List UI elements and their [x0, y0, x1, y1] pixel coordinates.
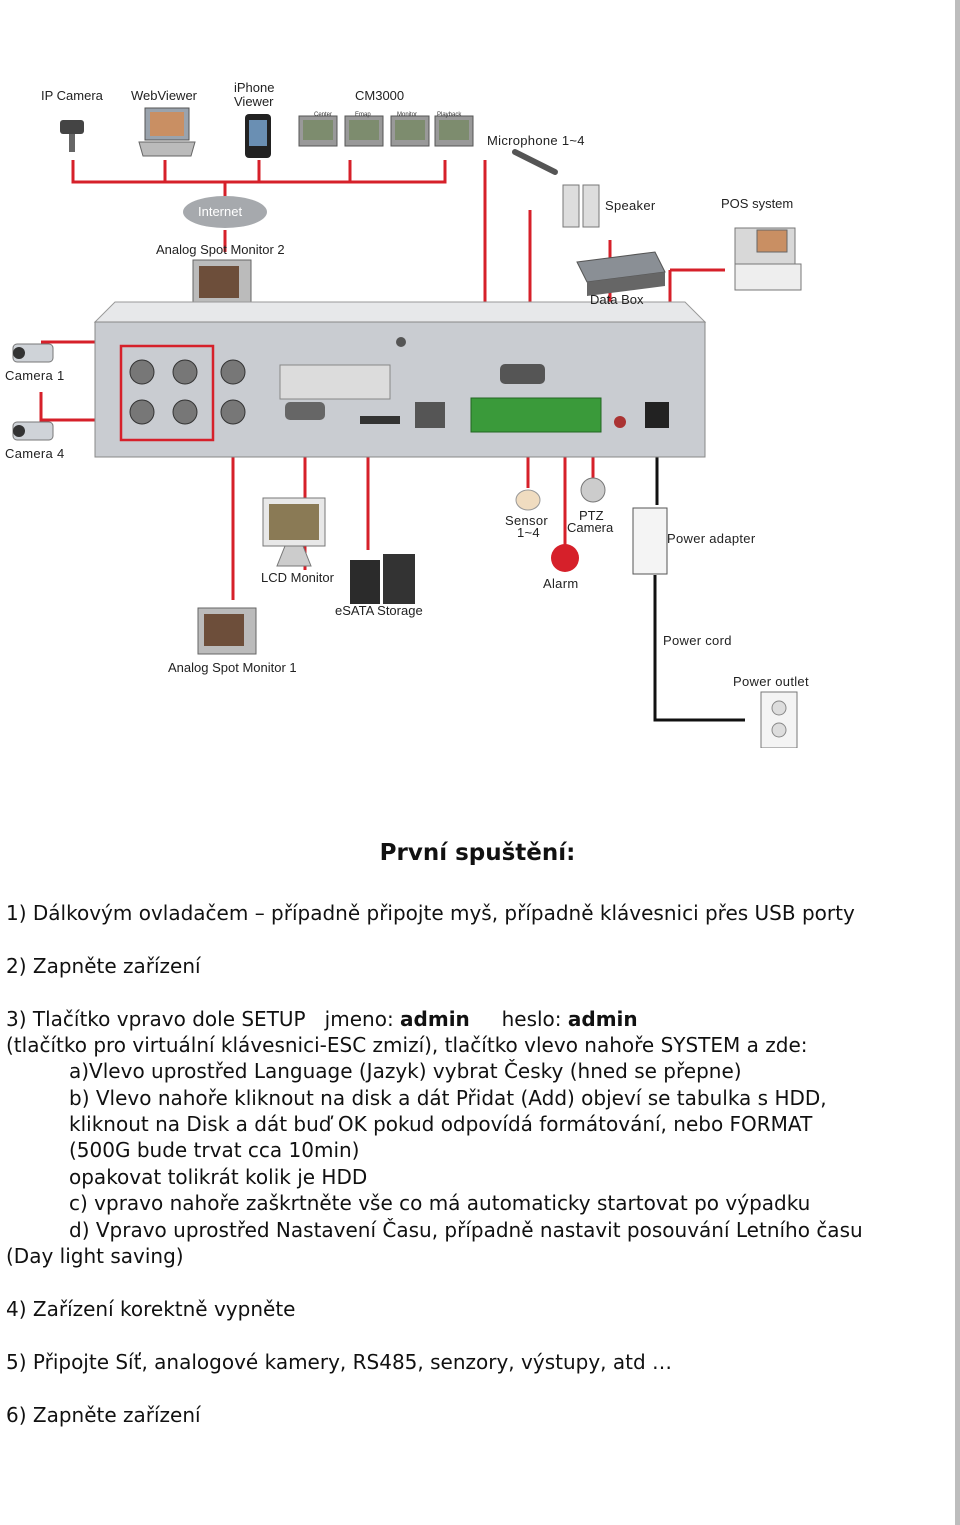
label-ptz-line1: PTZ	[579, 508, 604, 523]
camera-1-icon	[12, 343, 54, 363]
step-4: 4) Zařízení korektně vypněte	[6, 1297, 296, 1321]
analog-spot-monitor-2-icon	[192, 259, 252, 307]
lcd-monitor-icon	[262, 497, 326, 567]
analog-spot-monitor-1-icon	[197, 607, 257, 655]
label-webviewer: WebViewer	[131, 88, 198, 103]
label-pos-system: POS system	[721, 196, 793, 211]
label-camera-1: Camera 1	[5, 368, 64, 383]
step-3d: d) Vpravo uprostřed Nastavení Času, příp…	[69, 1218, 863, 1242]
cm-screen-label: Playback	[437, 112, 462, 118]
cm-screen-label: Monitor	[397, 112, 417, 118]
label-ip-camera: IP Camera	[41, 88, 104, 103]
label-speaker: Speaker	[605, 198, 656, 213]
step-3b-line-3: (500G bude trvat cca 10min)	[69, 1138, 360, 1162]
label-camera-4: Camera 4	[5, 446, 64, 461]
step-3-text: 3) Tlačítko vpravo dole SETUP jmeno:	[6, 1007, 401, 1031]
label-power-outlet: Power outlet	[733, 674, 809, 689]
step-3b-line-2: kliknout na Disk a dát buď OK pokud odpo…	[69, 1112, 813, 1136]
label-internet: Internet	[198, 204, 242, 219]
label-cm3000: CM3000	[355, 88, 404, 103]
pos-system-icon	[734, 227, 802, 291]
step-1: 1) Dálkovým ovladačem – případně připojt…	[6, 901, 855, 925]
camera-4-icon	[12, 421, 54, 441]
step-3b: b) Vlevo nahoře kliknout na disk a dát P…	[69, 1086, 827, 1110]
step-3: 3) Tlačítko vpravo dole SETUP jmeno: adm…	[6, 1006, 638, 1032]
cm-screen-label: Emap	[355, 112, 371, 118]
label-data-box: Data Box	[590, 292, 644, 307]
step-3-line-2: (tlačítko pro virtuální klávesnici-ESC z…	[6, 1033, 808, 1057]
step-3d-line-2: (Day light saving)	[6, 1244, 184, 1268]
data-box-icon	[576, 251, 666, 296]
microphone-icon	[512, 149, 558, 175]
power-adapter-icon	[632, 507, 668, 575]
step-6: 6) Zapněte zařízení	[6, 1403, 201, 1427]
label-sensor-line1: Sensor	[505, 513, 548, 528]
label-ptz-line2: Camera	[567, 520, 614, 535]
label-sensor-line2: 1~4	[517, 525, 540, 540]
label-analog-spot-monitor-1: Analog Spot Monitor 1	[168, 660, 297, 675]
cm3000-monitors-icon	[298, 115, 474, 147]
label-power-adapter: Power adapter	[667, 531, 756, 546]
step-3a: a)Vlevo uprostřed Language (Jazyk) vybra…	[69, 1059, 742, 1083]
step-3-password-label: heslo:	[469, 1007, 568, 1031]
page-edge	[955, 0, 960, 1525]
iphone-icon	[245, 114, 271, 158]
step-2: 2) Zapněte zařízení	[6, 954, 201, 978]
label-alarm: Alarm	[543, 576, 578, 591]
ip-camera-icon	[60, 120, 84, 152]
label-lcd-monitor: LCD Monitor	[261, 570, 335, 585]
label-iphone-viewer-line1: iPhone	[234, 80, 274, 95]
dvr-unit	[93, 301, 707, 458]
power-cables	[653, 435, 745, 722]
dvr-connection-diagram: IP Camera WebViewer iPhone Viewer CM3000…	[5, 80, 809, 748]
label-power-cord: Power cord	[663, 633, 732, 648]
section-title: První spuštění:	[379, 840, 576, 866]
step-3-username: admin	[400, 1007, 470, 1031]
label-esata-storage: eSATA Storage	[335, 603, 423, 618]
label-iphone-viewer-line2: Viewer	[234, 94, 274, 109]
label-microphone: Microphone 1~4	[487, 133, 585, 148]
ptz-camera-icon	[580, 477, 606, 503]
cm-screen-label: Center	[314, 112, 332, 118]
speaker-icon	[562, 184, 600, 228]
power-outlet-icon	[760, 691, 798, 748]
internet-cloud-icon	[183, 196, 267, 228]
step-5: 5) Připojte Síť, analogové kamery, RS485…	[6, 1350, 673, 1374]
webviewer-laptop-icon	[138, 107, 196, 157]
step-3c: c) vpravo nahoře zaškrtněte vše co má au…	[69, 1191, 811, 1215]
label-analog-spot-monitor-2: Analog Spot Monitor 2	[156, 242, 285, 257]
sensor-icon	[515, 489, 541, 511]
esata-storage-icon	[350, 554, 415, 604]
step-3-password: admin	[567, 1007, 638, 1031]
alarm-icon	[551, 544, 579, 572]
step-3b-line-4: opakovat tolikrát kolik je HDD	[69, 1165, 368, 1189]
